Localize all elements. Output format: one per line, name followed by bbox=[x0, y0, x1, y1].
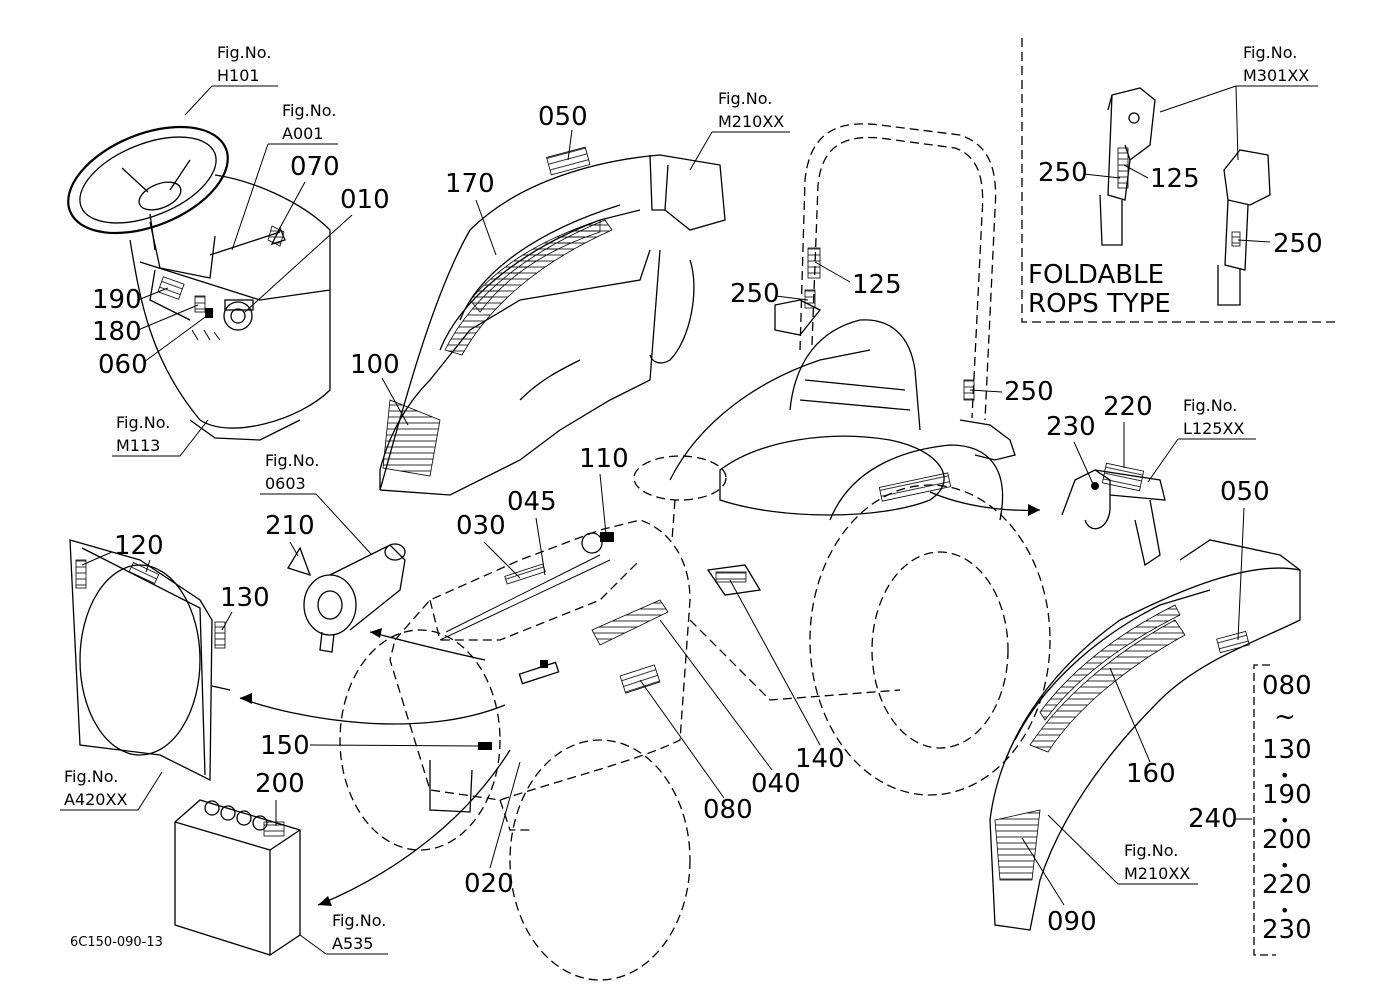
tractor-body-drawing bbox=[389, 455, 901, 831]
callout-250-main-a: 250 bbox=[730, 279, 780, 309]
steering-column-drawing bbox=[67, 125, 331, 441]
fig-reference-0603: Fig.No. 0603 bbox=[260, 451, 373, 556]
callout-040: 040 bbox=[751, 769, 801, 799]
callout-080: 080 bbox=[703, 795, 753, 825]
fig-reference-l125xx: Fig.No. L125XX bbox=[1147, 396, 1256, 483]
callout-250-main-b: 250 bbox=[1004, 377, 1054, 407]
callout-020: 020 bbox=[464, 869, 514, 899]
radiator-shroud-drawing bbox=[69, 539, 231, 782]
callout-180: 180 bbox=[92, 317, 142, 347]
fig-code: M113 bbox=[116, 436, 160, 455]
fig-caption: Fig.No. bbox=[1183, 396, 1237, 415]
fig-caption: Fig.No. bbox=[718, 89, 772, 108]
callout-050-right: 050 bbox=[1220, 477, 1270, 507]
callout-130: 130 bbox=[220, 583, 270, 613]
callout-120: 120 bbox=[114, 531, 164, 561]
fig-reference-a535: Fig.No. A535 bbox=[299, 911, 388, 955]
fig-code: A535 bbox=[332, 934, 373, 953]
callout-030: 030 bbox=[456, 511, 506, 541]
fig-code: A420XX bbox=[64, 790, 127, 809]
callout-200: 200 bbox=[255, 769, 305, 799]
fender-bracket-drawing bbox=[1061, 462, 1166, 567]
callout-045: 045 bbox=[507, 487, 557, 517]
callout-110: 110 bbox=[579, 444, 629, 474]
group-separator: ~ bbox=[1274, 702, 1296, 732]
callout-125-inset: 125 bbox=[1150, 164, 1200, 194]
callout-010: 010 bbox=[340, 185, 390, 215]
callout-050-top: 050 bbox=[538, 102, 588, 132]
fig-code: 0603 bbox=[265, 474, 306, 493]
fig-reference-m301xx: Fig.No. M301XX bbox=[1159, 43, 1318, 161]
fig-code: M301XX bbox=[1243, 66, 1309, 85]
group-240-list: 080 ~ 130 • 190 • 200 • 220 • 230 bbox=[1253, 664, 1312, 956]
inset-title-line2: ROPS TYPE bbox=[1028, 289, 1171, 319]
fig-caption: Fig.No. bbox=[1124, 841, 1178, 860]
fig-code: M210XX bbox=[1124, 864, 1190, 883]
fig-code: H101 bbox=[217, 66, 260, 85]
fig-reference-a001: Fig.No. A001 bbox=[231, 101, 338, 251]
callout-150: 150 bbox=[260, 731, 310, 761]
group-separator: • bbox=[1280, 811, 1289, 830]
callout-160: 160 bbox=[1126, 759, 1176, 789]
right-fender-drawing bbox=[989, 539, 1301, 931]
fig-caption: Fig.No. bbox=[64, 767, 118, 786]
fig-reference-m113: Fig.No. M113 bbox=[112, 413, 209, 457]
callout-250-inset-a: 250 bbox=[1038, 158, 1088, 188]
drawing-code: 6C150-090-13 bbox=[70, 935, 163, 950]
callout-140: 140 bbox=[795, 744, 845, 774]
group-item: 220 bbox=[1262, 870, 1312, 900]
part-callouts: 050 070 010 170 190 180 060 100 125 250 … bbox=[81, 102, 1323, 937]
callout-230: 230 bbox=[1046, 412, 1096, 442]
reference-arrows bbox=[239, 491, 1041, 906]
foldable-rops-inset bbox=[1021, 38, 1340, 323]
callout-125-main: 125 bbox=[852, 270, 902, 300]
callout-220: 220 bbox=[1103, 392, 1153, 422]
fig-caption: Fig.No. bbox=[282, 101, 336, 120]
callout-090: 090 bbox=[1047, 907, 1097, 937]
inset-title-line1: FOLDABLE bbox=[1028, 260, 1164, 290]
fig-code: A001 bbox=[282, 124, 323, 143]
group-item: 200 bbox=[1262, 825, 1312, 855]
fig-caption: Fig.No. bbox=[217, 43, 271, 62]
callout-100: 100 bbox=[350, 350, 400, 380]
battery-drawing bbox=[174, 799, 301, 956]
fig-code: M210XX bbox=[718, 112, 784, 131]
group-item: 130 bbox=[1262, 735, 1312, 765]
callout-190: 190 bbox=[92, 285, 142, 315]
fig-code: L125XX bbox=[1183, 419, 1244, 438]
callout-240: 240 bbox=[1188, 804, 1238, 834]
callout-250-inset-b: 250 bbox=[1273, 229, 1323, 259]
fig-reference-m210xx-bottom: Fig.No. M210XX bbox=[1047, 814, 1198, 885]
fig-reference-h101: Fig.No. H101 bbox=[184, 43, 278, 116]
callout-170: 170 bbox=[445, 169, 495, 199]
rops-and-seat-drawing bbox=[339, 123, 1051, 981]
group-item: 080 bbox=[1262, 671, 1312, 701]
hood-drawing bbox=[379, 146, 726, 496]
callout-060: 060 bbox=[98, 350, 148, 380]
group-item: 230 bbox=[1262, 915, 1312, 945]
fig-caption: Fig.No. bbox=[116, 413, 170, 432]
group-separator: • bbox=[1280, 856, 1289, 875]
fig-reference-a420xx: Fig.No. A420XX bbox=[60, 767, 163, 811]
callout-210: 210 bbox=[265, 511, 315, 541]
fig-caption: Fig.No. bbox=[1243, 43, 1297, 62]
air-cleaner-drawing bbox=[287, 543, 406, 653]
fig-reference-m210xx-top: Fig.No. M210XX bbox=[689, 89, 790, 171]
group-separator: • bbox=[1280, 901, 1289, 920]
group-item: 190 bbox=[1262, 780, 1312, 810]
fig-caption: Fig.No. bbox=[332, 911, 386, 930]
callout-070: 070 bbox=[290, 152, 340, 182]
group-separator: • bbox=[1280, 766, 1289, 785]
fig-caption: Fig.No. bbox=[265, 451, 319, 470]
